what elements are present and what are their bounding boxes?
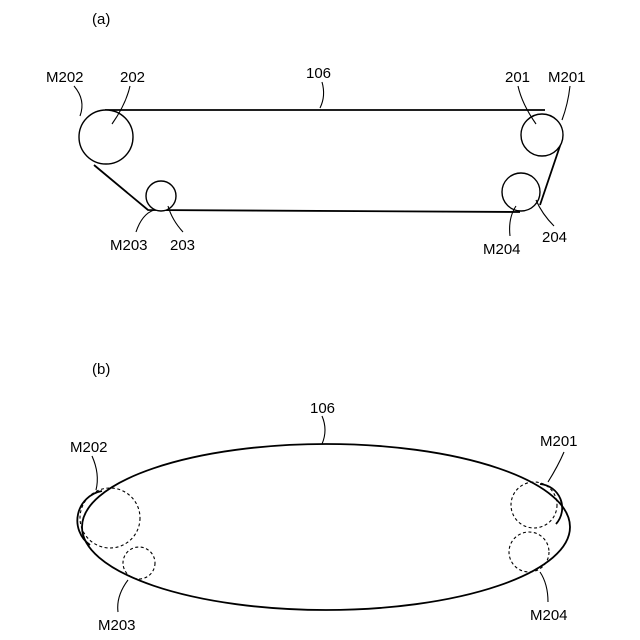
- panel-b-label: (b): [92, 361, 110, 378]
- leader-m204-b: [540, 572, 548, 602]
- panel-a-label: (a): [92, 11, 110, 28]
- roller-m202-solid: [77, 491, 102, 545]
- label-201: 201: [505, 69, 530, 86]
- label-m203-a: M203: [110, 237, 148, 254]
- label-m201-b: M201: [540, 433, 578, 450]
- leader-m203-b: [118, 580, 128, 612]
- label-m204-a: M204: [483, 241, 521, 258]
- roller-203: [146, 181, 176, 211]
- leader-m202-b: [92, 456, 97, 490]
- belt-106-b: [82, 444, 570, 610]
- label-m202-a: M202: [46, 69, 84, 86]
- roller-202: [79, 110, 133, 164]
- panel-a: (a) 106 M202 202 201 M201 M203 203 M204 …: [46, 11, 586, 258]
- label-m203-b: M203: [98, 617, 136, 634]
- roller-204: [502, 173, 540, 211]
- leader-m201: [562, 86, 570, 120]
- leader-106-a: [320, 82, 324, 108]
- leader-106-b: [322, 416, 325, 444]
- roller-m202-dashed: [80, 488, 140, 548]
- panel-b: (b) 106 M202 M201 M203 M204: [70, 361, 578, 634]
- leader-m202: [74, 86, 82, 116]
- roller-201: [521, 114, 563, 156]
- label-m202-b: M202: [70, 439, 108, 456]
- label-202: 202: [120, 69, 145, 86]
- roller-m201-dashed: [511, 482, 557, 528]
- label-m201-a: M201: [548, 69, 586, 86]
- label-106-b: 106: [310, 400, 335, 417]
- roller-m203-dashed: [123, 547, 155, 579]
- label-203: 203: [170, 237, 195, 254]
- leader-m203: [136, 210, 154, 232]
- leader-204: [536, 200, 554, 226]
- label-m204-b: M204: [530, 607, 568, 624]
- label-106-a: 106: [306, 65, 331, 82]
- leader-m201-b: [548, 452, 564, 482]
- label-204: 204: [542, 229, 567, 246]
